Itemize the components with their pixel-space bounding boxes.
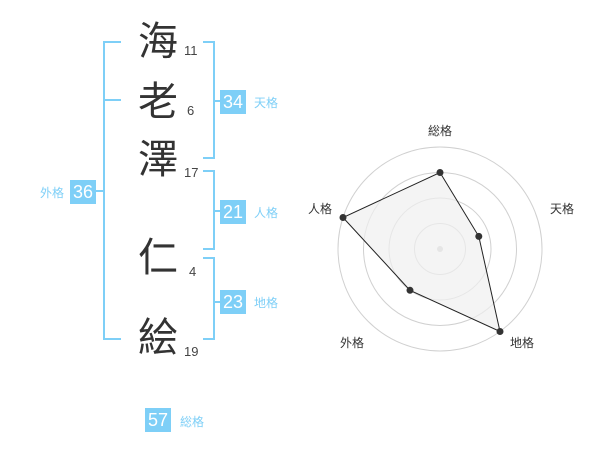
radar-ring-4: [337, 146, 543, 352]
radar-point-5: [339, 214, 347, 221]
soukaku-label: 総格: [180, 415, 205, 429]
radar-axis-label-jinkaku: 人格: [308, 202, 333, 216]
name-char-4: 仁: [138, 235, 178, 281]
radar-point-2: [475, 232, 483, 240]
radar-area: [342, 171, 501, 333]
radar-points: [339, 169, 504, 335]
bracket-chikaku: [203, 257, 215, 340]
stroke-count-4: 4: [189, 264, 197, 279]
gaikaku-value-badge: 36: [70, 180, 97, 204]
radar-point-3: [496, 328, 504, 335]
radar-axis-label-soukaku: 総格: [428, 124, 453, 138]
name-char-2: 老: [138, 79, 178, 125]
gaikaku-label: 外格: [40, 186, 65, 200]
jinkaku-label: 人格: [254, 206, 279, 220]
name-char-3: 澤: [138, 137, 178, 183]
radar-point-1: [436, 169, 444, 176]
radar-axis-label-gaikaku: 外格: [340, 336, 365, 350]
stroke-count-1: 11: [184, 43, 198, 58]
tenkaku-label: 天格: [254, 96, 279, 110]
stroke-count-5: 19: [184, 344, 199, 359]
tenkaku-value-badge: 34: [220, 90, 247, 114]
stroke-count-3: 17: [184, 165, 199, 180]
name-char-1: 海: [138, 19, 178, 65]
radar-axis-label-tenkaku: 天格: [550, 202, 575, 216]
radar-axis-label-chikaku: 地格: [510, 336, 535, 350]
jinkaku-value-badge: 21: [220, 200, 247, 224]
radar-point-4: [406, 286, 414, 294]
radar-area-group: [342, 171, 501, 333]
chikaku-value-badge: 23: [220, 290, 247, 314]
chikaku-label: 地格: [254, 296, 279, 310]
name-char-5: 絵: [138, 315, 178, 361]
stroke-count-2: 6: [187, 103, 195, 118]
soukaku-value-badge: 57: [145, 408, 172, 432]
